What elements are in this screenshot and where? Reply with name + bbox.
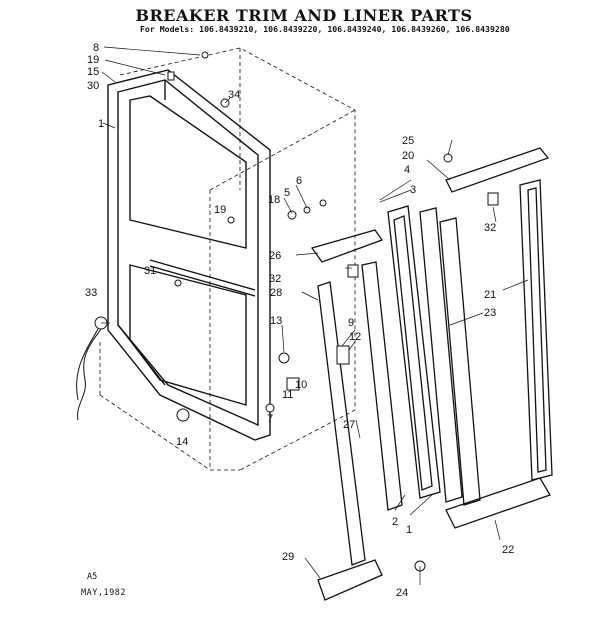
callout-27: 27	[343, 419, 355, 431]
callout-20: 20	[402, 150, 414, 162]
breaker-frame	[107, 69, 271, 441]
wire-harness	[76, 316, 108, 421]
footer-date: MAY,1982	[81, 588, 126, 598]
callout-4: 4	[404, 164, 410, 176]
callout-29: 29	[282, 551, 294, 563]
callout-30: 30	[87, 80, 99, 92]
callout-6: 6	[296, 175, 302, 187]
callout-1: 1	[98, 118, 104, 130]
callout-33: 33	[85, 287, 97, 299]
models-line: For Models: 106.8439210, 106.8439220, 10…	[140, 24, 510, 34]
footer-code: A5	[87, 572, 98, 582]
callout-23: 23	[484, 307, 496, 319]
callout-24: 24	[396, 587, 408, 599]
trim-bars	[310, 147, 551, 601]
small-hardware	[167, 51, 499, 572]
callout-28: 28	[270, 287, 282, 299]
callout-19b: 19	[214, 204, 226, 216]
callout-11: 11	[282, 389, 293, 401]
callout-3: 3	[410, 184, 416, 196]
callout-14: 14	[176, 436, 188, 448]
callout-8: 8	[93, 42, 99, 54]
callout-numbers: 8 19 15 30 1 34 6 5 18 19 31 33 13 9 12 …	[85, 42, 514, 599]
callout-26: 26	[269, 250, 281, 262]
callout-19: 19	[87, 54, 99, 66]
callout-1b: 1	[406, 524, 412, 536]
callout-10: 10	[295, 379, 307, 391]
callout-31: 31	[144, 265, 156, 277]
callout-18: 18	[268, 194, 280, 206]
callout-32b: 32	[484, 222, 496, 234]
cabinet-outline	[99, 47, 356, 471]
callout-9: 9	[348, 317, 354, 329]
callout-34: 34	[228, 89, 240, 101]
callout-32: 32	[269, 273, 281, 285]
callout-15: 15	[87, 66, 99, 78]
callout-25: 25	[402, 135, 414, 147]
callout-12: 12	[349, 331, 361, 343]
callout-7: 7	[267, 413, 273, 425]
callout-21: 21	[484, 289, 496, 301]
liner-strips	[317, 179, 553, 566]
page-title: BREAKER TRIM AND LINER PARTS	[135, 6, 473, 25]
callout-13: 13	[270, 315, 282, 327]
callout-22: 22	[502, 544, 514, 556]
leader-lines	[101, 46, 529, 585]
callout-2: 2	[392, 516, 398, 528]
callout-5: 5	[284, 187, 290, 199]
